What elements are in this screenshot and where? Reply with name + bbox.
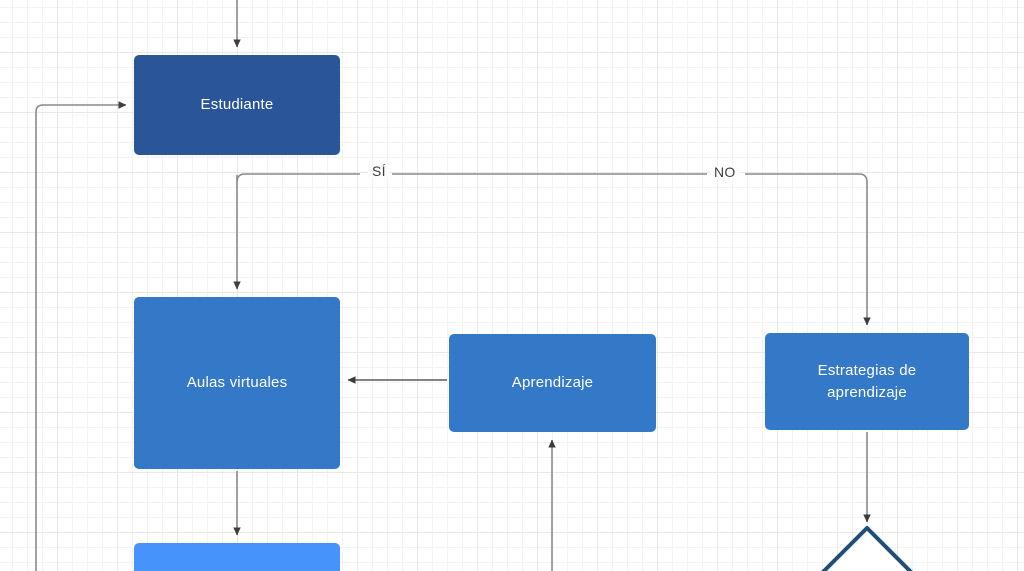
node-aulas-virtuales[interactable]: Aulas virtuales xyxy=(134,297,340,469)
connector-into-estudiante-left xyxy=(35,101,127,571)
connector-estudiante-to-estrategias xyxy=(745,173,871,326)
node-estudiante-label: Estudiante xyxy=(200,96,274,114)
node-aprendizaje[interactable]: Aprendizaje xyxy=(449,334,656,432)
node-decision-diamond[interactable] xyxy=(771,526,963,571)
node-estrategias-label: Estrategias de aprendizaje xyxy=(817,362,917,401)
node-estrategias-de-aprendizaje[interactable]: Estrategias de aprendizaje xyxy=(765,333,969,430)
node-estudiante[interactable]: Estudiante xyxy=(134,55,340,155)
node-aulas-virtuales-label: Aulas virtuales xyxy=(186,374,288,392)
edge-label-no: NO xyxy=(710,165,740,179)
node-bottom-left-partial[interactable] xyxy=(134,543,340,571)
connector-estudiante-to-aulas xyxy=(233,173,360,290)
edge-label-yes: SÍ xyxy=(368,164,390,178)
node-aprendizaje-label: Aprendizaje xyxy=(511,374,594,392)
